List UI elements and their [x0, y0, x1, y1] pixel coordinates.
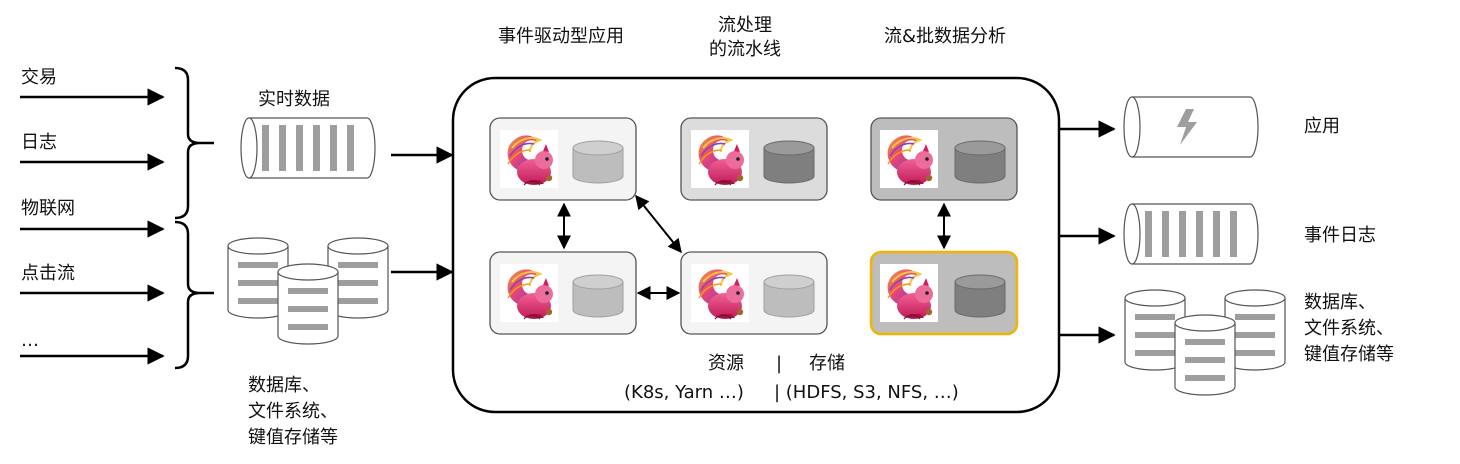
realtime-stream-log	[240, 117, 376, 179]
column-title-pipeline-line1: 流处理	[718, 15, 772, 36]
column-title-event-driven: 事件驱动型应用	[498, 26, 624, 47]
input-item-more: …	[21, 330, 39, 351]
node-event-top	[489, 117, 637, 201]
input-storage-label-line1: 数据库、	[248, 375, 320, 396]
input-item-logs: 日志	[21, 132, 57, 153]
input-braces	[174, 66, 214, 370]
column-title-analytics: 流&批数据分析	[883, 26, 1007, 47]
input-storage-label-line2: 文件系统、	[248, 401, 338, 422]
output-storage-label-line2: 文件系统、	[1304, 318, 1394, 339]
node-pipeline-bottom	[680, 251, 828, 335]
output-event-log	[1123, 203, 1259, 265]
input-item-clickstream: 点击流	[21, 263, 75, 284]
output-arrows	[1060, 120, 1116, 344]
runtime-storage-examples: | (HDFS, S3, NFS, …)	[774, 382, 959, 403]
node-analytics-bottom-highlighted	[869, 250, 1019, 336]
output-application-label: 应用	[1304, 116, 1340, 137]
output-event-log-label: 事件日志	[1304, 225, 1376, 246]
input-databases	[227, 237, 389, 345]
output-databases	[1124, 289, 1286, 396]
input-item-iot: 物联网	[21, 198, 75, 219]
node-analytics-top	[870, 117, 1018, 201]
output-storage-label-line3: 键值存储等	[1304, 344, 1394, 365]
runtime-storage-label: 存储	[809, 353, 845, 374]
input-item-transactions: 交易	[21, 67, 57, 88]
runtime-resources-examples: (K8s, Yarn …)	[624, 382, 744, 403]
node-pipeline-top	[680, 117, 828, 201]
node-event-bottom	[489, 251, 637, 335]
runtime-separator: |	[776, 353, 783, 374]
output-application	[1123, 96, 1259, 158]
realtime-data-label: 实时数据	[258, 89, 330, 110]
node-connections	[557, 194, 951, 300]
input-arrows	[20, 88, 165, 365]
input-storage-label-line3: 键值存储等	[248, 427, 338, 448]
lightning-icon	[1177, 109, 1197, 145]
runtime-resources-label: 资源	[708, 353, 744, 374]
column-title-pipeline-line2: 的流水线	[709, 39, 781, 60]
output-storage-label-line1: 数据库、	[1304, 292, 1376, 313]
